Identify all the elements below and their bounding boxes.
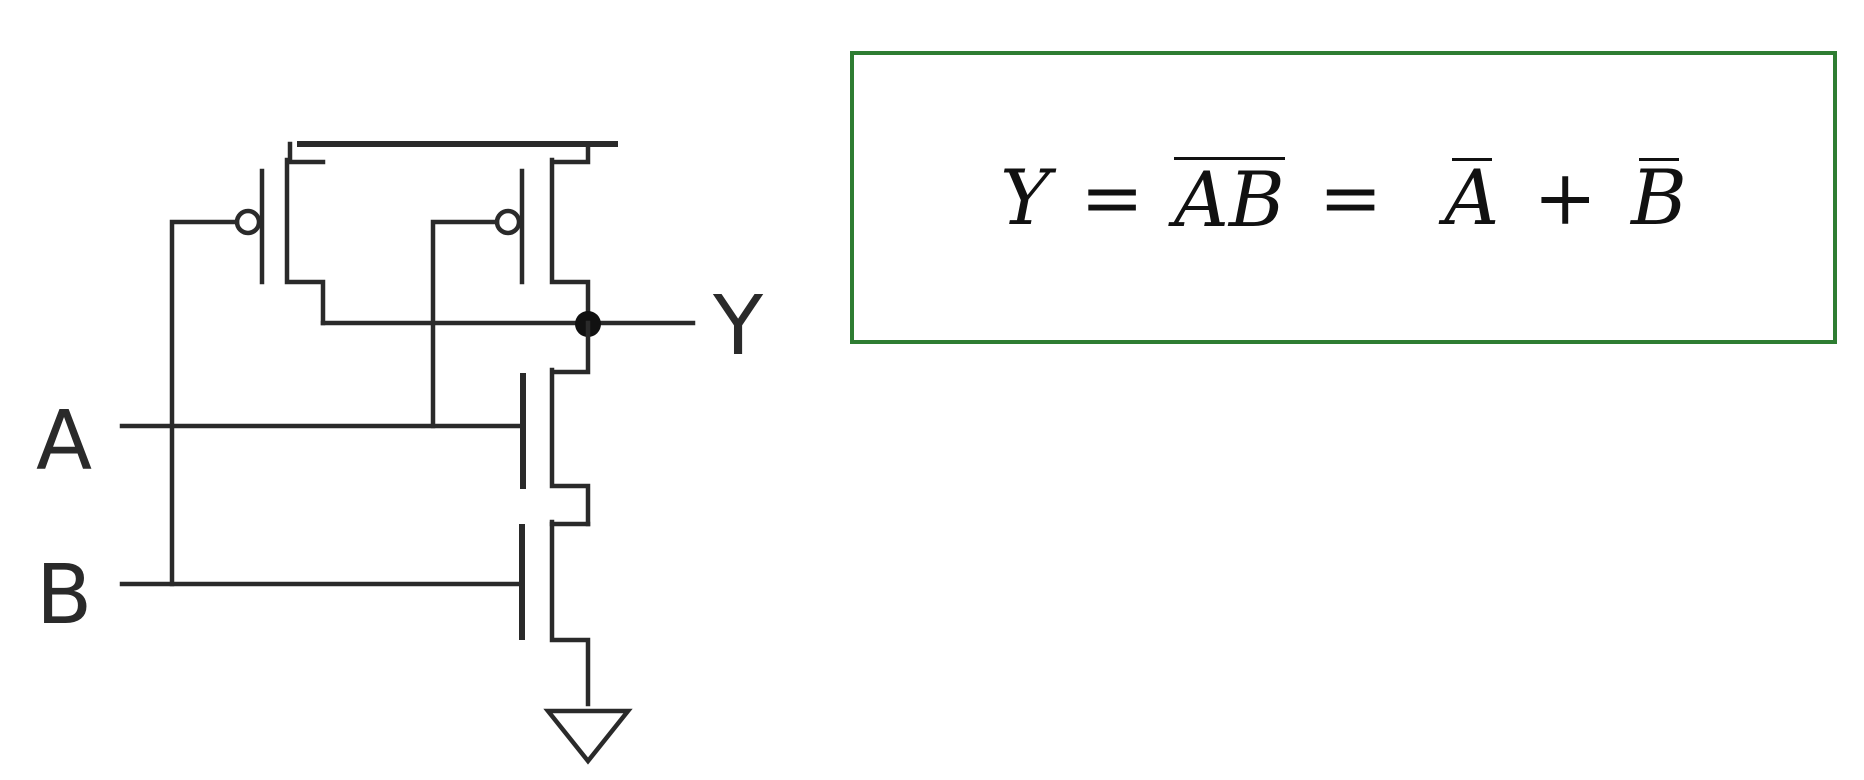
nmos-a-transistor — [119, 320, 591, 527]
nand-term-a: A — [1173, 155, 1229, 244]
boolean-equation: Y = AB = A + B — [854, 55, 1833, 340]
ground-symbol — [543, 708, 633, 765]
nand-term-b: B — [1228, 155, 1285, 244]
equals-sign-2: = — [1318, 153, 1383, 242]
equation-lhs: Y — [1000, 153, 1051, 242]
nand-term: AB — [1173, 157, 1285, 238]
plus-sign: + — [1533, 153, 1597, 242]
not-b-term: B — [1631, 152, 1687, 242]
output-y-label: Y — [712, 279, 764, 374]
equation-box: Y = AB = A + B — [850, 51, 1837, 344]
nand-gate-schematic: A B Y — [36, 141, 764, 765]
input-b-label: B — [36, 548, 92, 643]
not-a-term: A — [1444, 152, 1500, 242]
pmos-b-transistor — [430, 141, 591, 429]
equals-sign: = — [1080, 153, 1144, 242]
pmos-a-transistor — [169, 141, 326, 587]
nmos-b-transistor — [119, 519, 591, 707]
input-a-label: A — [36, 394, 92, 489]
